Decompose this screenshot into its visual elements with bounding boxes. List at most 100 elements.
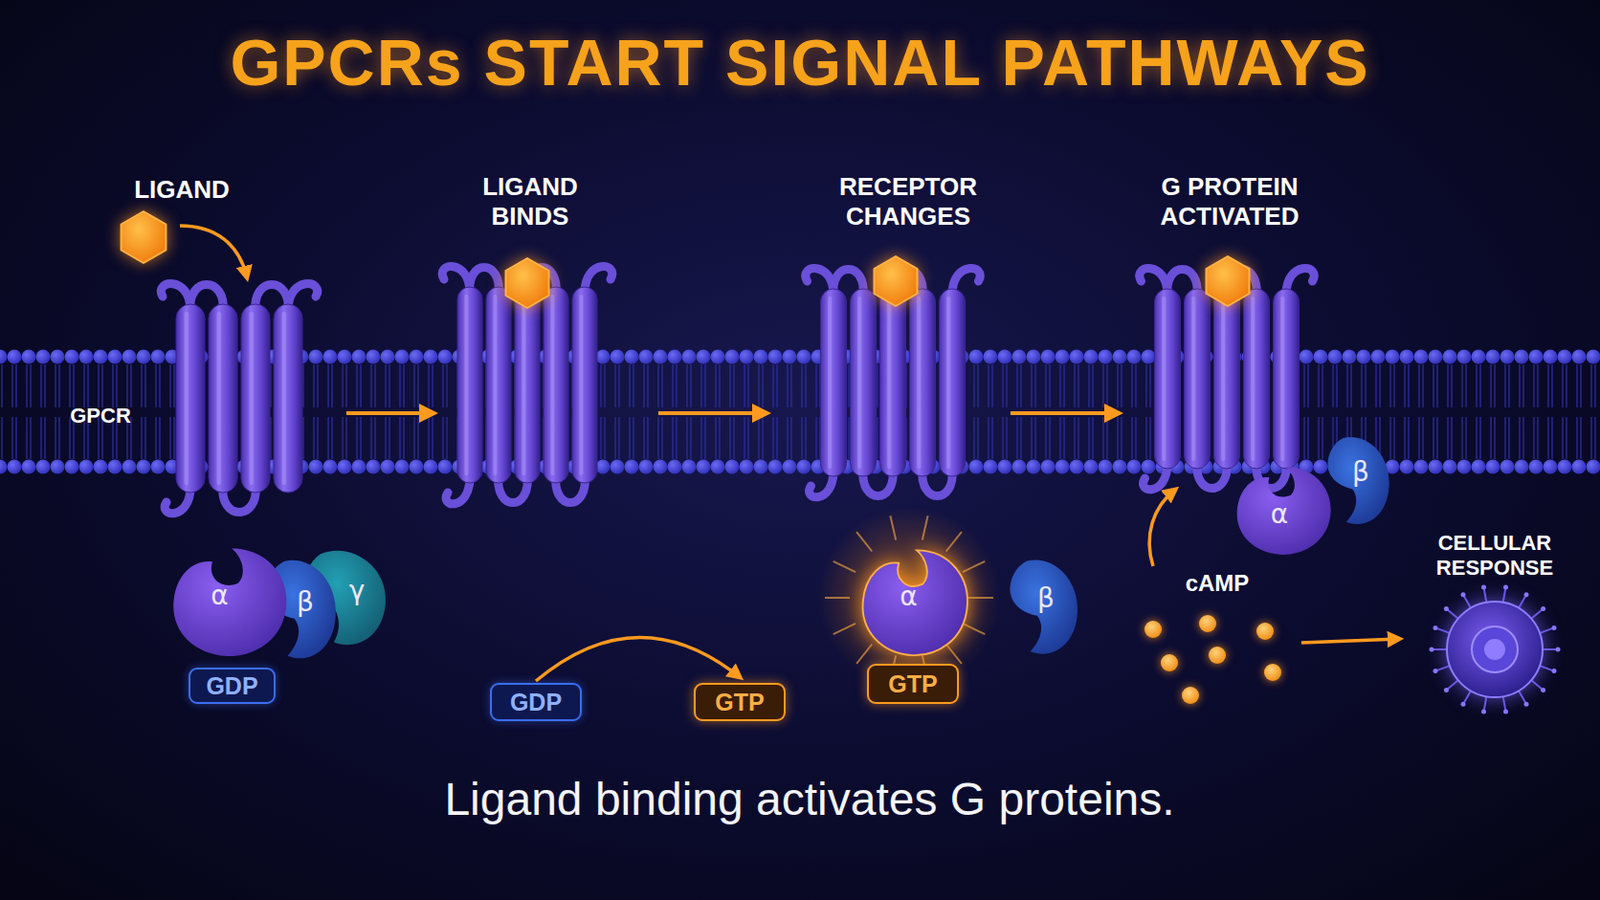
lipid-tail <box>661 364 663 408</box>
camp-molecule <box>1160 654 1178 672</box>
lipid-tail <box>370 364 372 408</box>
lipid-tail <box>671 417 673 460</box>
transmembrane-helix <box>543 287 569 484</box>
lipid-tail <box>1321 417 1323 460</box>
lipid-head <box>725 350 740 365</box>
cell-icon <box>1408 580 1581 715</box>
lipid-tail <box>1030 417 1032 460</box>
lipid-tail <box>1565 364 1567 408</box>
subunit-letter: α <box>1270 498 1289 531</box>
lipid-tail <box>54 417 56 460</box>
lipid-tail <box>442 364 444 408</box>
glow-ray <box>856 644 872 665</box>
lipid-tail <box>72 364 74 408</box>
lipid-tail <box>776 417 778 460</box>
helix-highlight <box>1191 296 1196 462</box>
flow-arrow <box>1301 639 1400 644</box>
transmembrane-helix <box>1155 288 1181 469</box>
nucleotide-text: GTP <box>888 670 937 699</box>
lipid-tail <box>704 417 706 460</box>
lipid-head <box>1084 460 1099 475</box>
lipid-tail <box>15 364 17 408</box>
helix-highlight <box>248 311 254 486</box>
lipid-tail <box>1332 364 1334 408</box>
lipid-tail <box>804 364 806 408</box>
glow-ray <box>824 597 850 600</box>
lipid-tail <box>1407 417 1409 460</box>
lipid-tail <box>1063 364 1065 408</box>
lipid-tail <box>1106 417 1108 460</box>
lipid-tail <box>1393 417 1395 460</box>
lipid-tail <box>643 417 645 460</box>
lipid-head <box>1457 460 1472 475</box>
lipid-tail <box>1001 364 1003 408</box>
nucleotide-text: GTP <box>714 688 764 717</box>
lipid-tail <box>1091 364 1093 408</box>
lipid-tail <box>44 417 45 460</box>
lipid-tail <box>1149 417 1151 460</box>
lipid-tail <box>44 364 45 408</box>
lipid-tail <box>618 417 620 460</box>
lipid-head <box>1026 350 1042 365</box>
lipid-tail <box>657 364 659 408</box>
lipid-tail <box>632 364 634 408</box>
lipid-tail <box>173 417 175 460</box>
lipid-head <box>969 350 984 365</box>
lipid-head <box>1299 350 1314 365</box>
lipid-head <box>1500 460 1515 475</box>
lipid-head <box>1112 350 1128 365</box>
lipid-head <box>1098 350 1113 365</box>
lipid-head <box>1400 350 1415 365</box>
lipid-head <box>696 350 712 365</box>
lipid-tail <box>614 417 616 460</box>
lipid-tail <box>1346 364 1348 408</box>
lipid-head <box>122 350 137 365</box>
lipid-tail <box>1461 364 1463 408</box>
lipid-head <box>136 460 152 475</box>
lipid-head <box>309 350 324 365</box>
lipid-tail <box>1073 417 1075 460</box>
lipid-tail <box>714 364 716 408</box>
lipid-tail <box>413 417 415 460</box>
lipid-head <box>366 350 381 365</box>
lipid-tail <box>1508 364 1510 408</box>
lipid-tail <box>40 417 42 460</box>
lipid-head <box>1586 350 1600 365</box>
lipid-head <box>1514 350 1530 365</box>
lipid-tail <box>384 364 386 408</box>
subunit-letter: γ <box>349 575 366 607</box>
lipid-tail <box>1422 417 1423 460</box>
lipid-tail <box>761 364 763 408</box>
lipid-tail <box>1077 417 1079 460</box>
lipid-tail <box>1547 364 1549 408</box>
transmembrane-helix <box>1184 288 1211 469</box>
lipid-tail <box>1576 417 1578 460</box>
lipid-head <box>1414 350 1429 365</box>
lipid-tail <box>689 417 691 460</box>
lipid-tail <box>1493 364 1495 408</box>
lipid-tail <box>1145 364 1147 408</box>
lipid-tail <box>671 364 673 408</box>
lipid-tail <box>1088 417 1089 460</box>
lipid-tail <box>1116 417 1118 460</box>
lipid-tail <box>1461 417 1463 460</box>
lipid-tail <box>341 364 343 408</box>
helix-highlight <box>857 296 862 469</box>
lipid-tail <box>743 364 745 408</box>
title: GPCRs START SIGNAL PATHWAYS <box>0 24 1600 100</box>
lipid-head <box>639 460 654 475</box>
transmembrane-helix <box>572 287 598 484</box>
activation-glow <box>818 507 1000 689</box>
lipid-tail <box>68 364 70 408</box>
camp-molecule <box>1199 615 1217 633</box>
lipid-head <box>1069 350 1085 365</box>
lipid-tail <box>15 417 17 460</box>
lipid-tail <box>1479 364 1481 408</box>
lipid-head <box>1443 350 1458 365</box>
lipid-tail <box>1489 417 1491 460</box>
lipid-tail <box>1450 364 1452 408</box>
lipid-tail <box>173 364 175 408</box>
helix-highlight <box>183 311 189 486</box>
lipid-tail <box>1518 417 1520 460</box>
lipid-tail <box>1508 417 1510 460</box>
